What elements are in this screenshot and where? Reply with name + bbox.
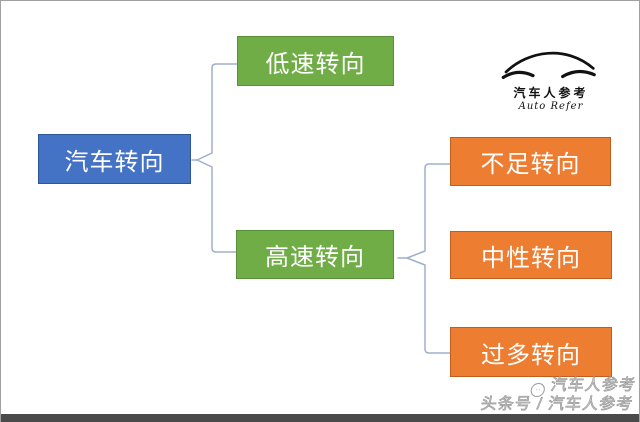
brace-connector-right (406, 163, 451, 354)
brand-name-en: Auto Refer (518, 101, 584, 112)
watermark-line2: 头条号 / 汽车人参考 (479, 396, 634, 414)
brand-name-cn: 汽车人参考 (513, 86, 589, 100)
watermark-badge-icon: ·· (529, 383, 546, 397)
bottom-border-bar (1, 414, 639, 422)
node-high-speed-steering: 高速转向 (236, 230, 394, 279)
node-understeer: 不足转向 (450, 137, 611, 186)
watermark: ··汽车人参考 头条号 / 汽车人参考 (479, 377, 637, 414)
watermark-line1-text: 汽车人参考 (549, 377, 637, 395)
car-silhouette-icon (501, 51, 596, 80)
brand-logo: 汽车人参考 Auto Refer (493, 45, 609, 112)
node-low-speed-steering: 低速转向 (237, 36, 394, 86)
brace-connector-left (196, 63, 238, 253)
node-neutral-steer: 中性转向 (450, 231, 612, 279)
node-root: 汽车转向 (38, 134, 191, 184)
node-oversteer: 过多转向 (450, 327, 612, 377)
watermark-line1: ··汽车人参考 (481, 377, 637, 397)
